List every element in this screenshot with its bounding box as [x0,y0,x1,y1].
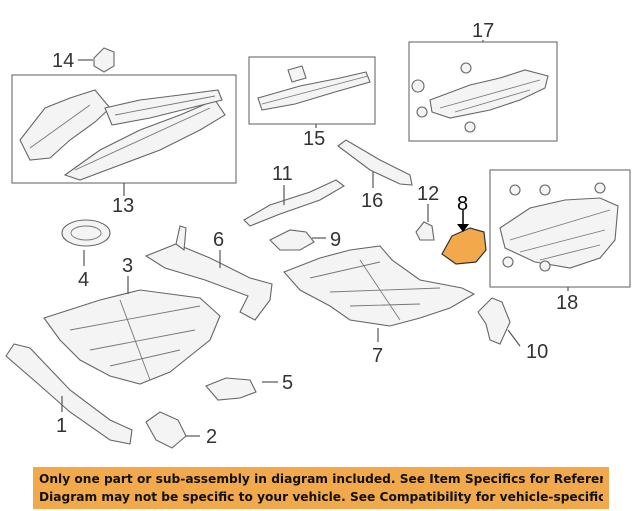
callout-13: 13 [112,195,134,217]
assembly-box-17 [408,40,558,142]
part-11-member [243,179,345,227]
highlighted-part [441,227,487,265]
part-5-bracket [205,377,278,401]
part-6-crossmember [144,225,273,321]
callout-17: 17 [472,20,494,42]
callout-6: 6 [213,229,224,251]
callout-12: 12 [417,183,439,205]
callout-5: 5 [282,372,293,394]
part-10-bracket [477,297,521,347]
assembly-box-18 [489,169,631,291]
callout-16: 16 [361,190,383,212]
callout-18: 18 [556,292,578,314]
disclaimer-line-2: Diagram may not be specific to your vehi… [39,490,603,504]
callout-1: 1 [56,415,67,437]
callout-3: 3 [122,255,133,277]
part-12-bracket [415,204,435,241]
callout-9: 9 [330,229,341,251]
part-1-rocker [5,343,133,445]
callout-4: 4 [78,269,89,291]
part-14-clip [78,47,115,73]
part-7-rear-floor [283,245,476,342]
assembly-box-15 [248,56,376,128]
callout-8: 8 [457,193,468,215]
part-4-plug [61,219,111,266]
part-16-rail [337,139,413,188]
disclaimer-line-1: Only one part or sub-assembly in diagram… [39,472,603,486]
disclaimer-banner: Only one part or sub-assembly in diagram… [33,467,609,509]
part-9-bracket [269,229,326,251]
callout-7: 7 [372,345,383,367]
part-3-floor-pan [43,276,221,385]
callout-14: 14 [52,50,74,72]
callout-2: 2 [206,426,217,448]
callout-11: 11 [272,163,293,185]
callout-15: 15 [303,128,325,150]
part-8-highlighted [441,210,487,265]
assembly-box-13 [11,74,237,196]
callout-10: 10 [526,341,548,363]
part-2-bracket [145,411,200,449]
